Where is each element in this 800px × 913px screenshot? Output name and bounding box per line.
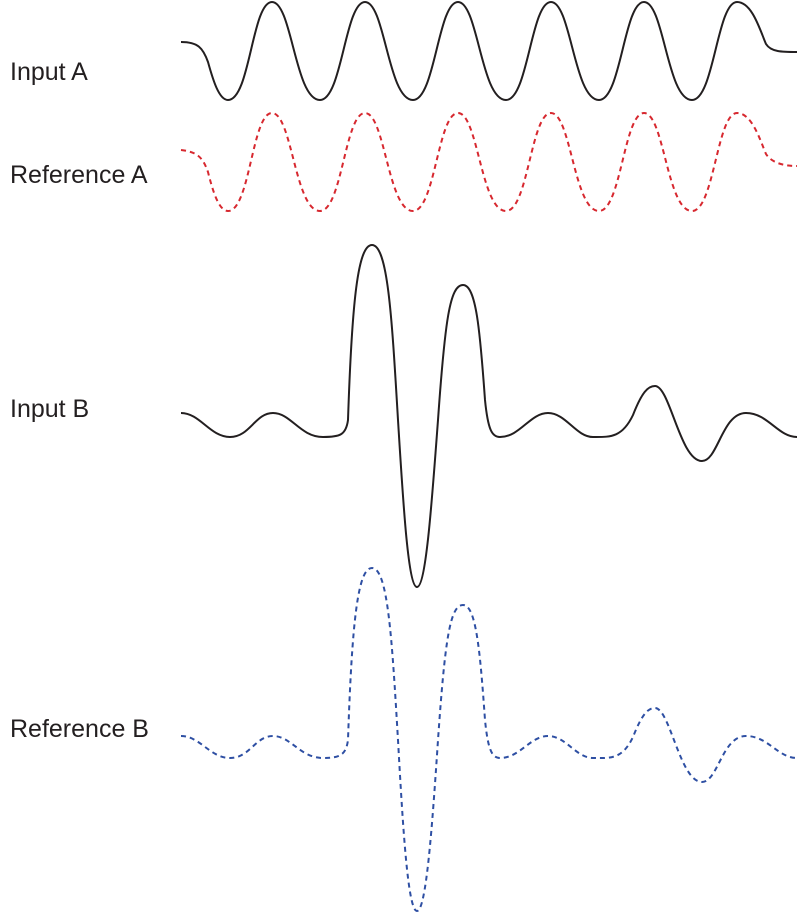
reference-b-waveform — [180, 566, 798, 913]
input-b-label: Input B — [10, 395, 90, 423]
reference-a-waveform — [180, 111, 798, 213]
reference-a-label: Reference A — [10, 161, 148, 189]
input-a-label: Input A — [10, 58, 88, 86]
reference-b-label: Reference B — [10, 715, 149, 743]
input-b-waveform — [180, 243, 798, 589]
input-a-waveform — [180, 0, 798, 102]
